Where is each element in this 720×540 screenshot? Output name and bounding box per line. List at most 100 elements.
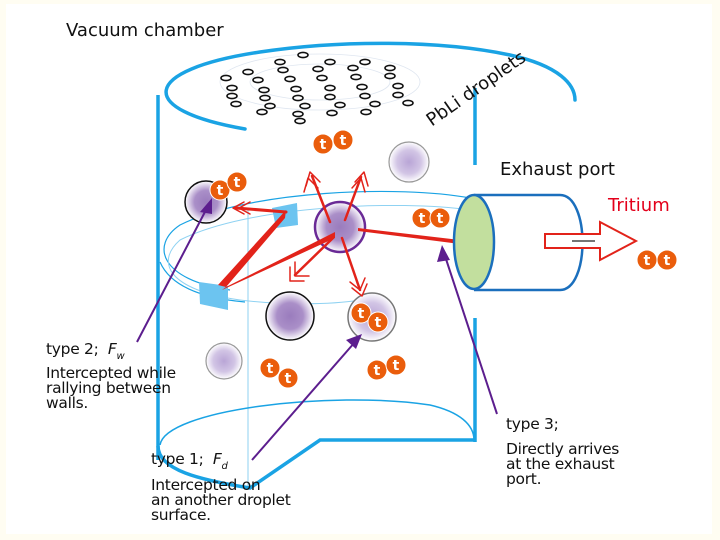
nozzle-hole (359, 58, 371, 66)
vacuum-chamber-label: Vacuum chamber (66, 20, 224, 41)
tritium-atom (209, 179, 231, 201)
tritium-atom (259, 357, 281, 379)
type2-line: rallying between (46, 379, 171, 397)
tritium-paths (218, 171, 478, 297)
nozzle-hole (402, 99, 414, 107)
type2-title: type 2; Fw (46, 340, 125, 361)
nozzle-hole (256, 108, 268, 116)
type3-title: type 3; (506, 415, 559, 433)
nozzle-hole (392, 82, 404, 90)
tritium-atom-label: t (419, 211, 426, 227)
nozzle-hole (360, 108, 372, 116)
nozzle-hole (324, 84, 336, 92)
nozzle-hole (290, 85, 302, 93)
source-droplet (313, 200, 367, 254)
nozzle-hole (226, 92, 238, 100)
type3-line: port. (506, 470, 542, 488)
nozzle-hole (292, 94, 304, 102)
type1-line: Intercepted on (151, 476, 261, 494)
exhaust-port-label: Exhaust port (500, 159, 615, 180)
type3-line: Directly arrives (506, 440, 620, 458)
nozzle-hole (274, 58, 286, 66)
type3-line: at the exhaust (506, 455, 615, 473)
tritium-atom (429, 207, 451, 229)
type2-subscript: w (116, 351, 125, 362)
tritium-atom-label: t (664, 253, 671, 269)
type1-arrow-line (251, 341, 356, 461)
nozzle-hole (252, 76, 264, 84)
nozzle-hole (384, 64, 396, 72)
tritium-atom (277, 367, 299, 389)
tritium-atom-label: t (374, 363, 381, 379)
tritium-atom (367, 311, 389, 333)
tritium-atom-label: t (437, 211, 444, 227)
droplet (205, 342, 243, 380)
nozzle-hole (259, 94, 271, 102)
tritium-atom-label: t (267, 361, 274, 377)
type2-symbol: F (107, 340, 117, 358)
nozzle-hole (242, 68, 254, 76)
nozzle-hole (334, 101, 346, 109)
droplet (265, 291, 315, 341)
nozzle-hole (277, 66, 289, 74)
tritium-pair: tt (350, 302, 389, 333)
tritium-atom-label: t (358, 306, 365, 322)
nozzle-hole (258, 86, 270, 94)
type2-title-text: type 2; (46, 340, 99, 358)
nozzle-hole (324, 58, 336, 66)
nozzle-hole (297, 51, 309, 59)
droplet (388, 141, 430, 183)
type1-line: an another droplet (151, 491, 291, 509)
nozzle-hole (356, 83, 368, 91)
tritium-atom-label: t (320, 137, 327, 153)
nozzle-hole (384, 72, 396, 80)
tritium-atom (350, 302, 372, 324)
type2-arrow-line (136, 207, 208, 343)
tritium-atom-label: t (375, 315, 382, 331)
nozzle-hole (284, 75, 296, 83)
nozzle-hole (220, 74, 232, 82)
chamber-lid (164, 41, 577, 131)
droplets (184, 141, 430, 380)
exhaust-port (452, 193, 639, 292)
nozzle-hole (326, 109, 338, 117)
tritium-atom (312, 133, 334, 155)
nozzle-hole (316, 74, 328, 82)
type-arrows (136, 198, 498, 461)
tritium-atom (332, 129, 354, 151)
tritium-atom (385, 354, 407, 376)
type3-arrow-line (444, 255, 498, 415)
tritium-atom (656, 249, 678, 271)
nozzle-hole (312, 65, 324, 73)
tritium-atom-label: t (234, 175, 241, 191)
diagram-frame (6, 4, 712, 534)
type1-symbol: F (212, 450, 222, 468)
chamber-base-rim (159, 399, 475, 446)
nozzle-hole (230, 100, 242, 108)
nozzle-hole (359, 92, 371, 100)
nozzle-hole (392, 91, 404, 99)
nozzle-hole (264, 102, 276, 110)
type1-description: Intercepted on an another droplet surfac… (151, 476, 291, 524)
nozzle-hole (347, 64, 359, 72)
tritium-label: Tritium (608, 195, 670, 216)
nozzle-hole (324, 93, 336, 101)
tritium-atom-label: t (644, 253, 651, 269)
type2-line: Intercepted while (46, 364, 176, 382)
type1-title: type 1; Fd (151, 450, 228, 471)
tritium-atom-label: t (217, 183, 224, 199)
nozzle-plate (219, 51, 421, 125)
type1-title-text: type 1; (151, 450, 204, 468)
chamber-base (156, 438, 475, 490)
nozzle-hole (226, 84, 238, 92)
tritium-pair: tt (259, 357, 299, 389)
tritium-atom (226, 171, 248, 193)
nozzle-hole (294, 117, 306, 125)
type1-line: surface. (151, 506, 211, 524)
